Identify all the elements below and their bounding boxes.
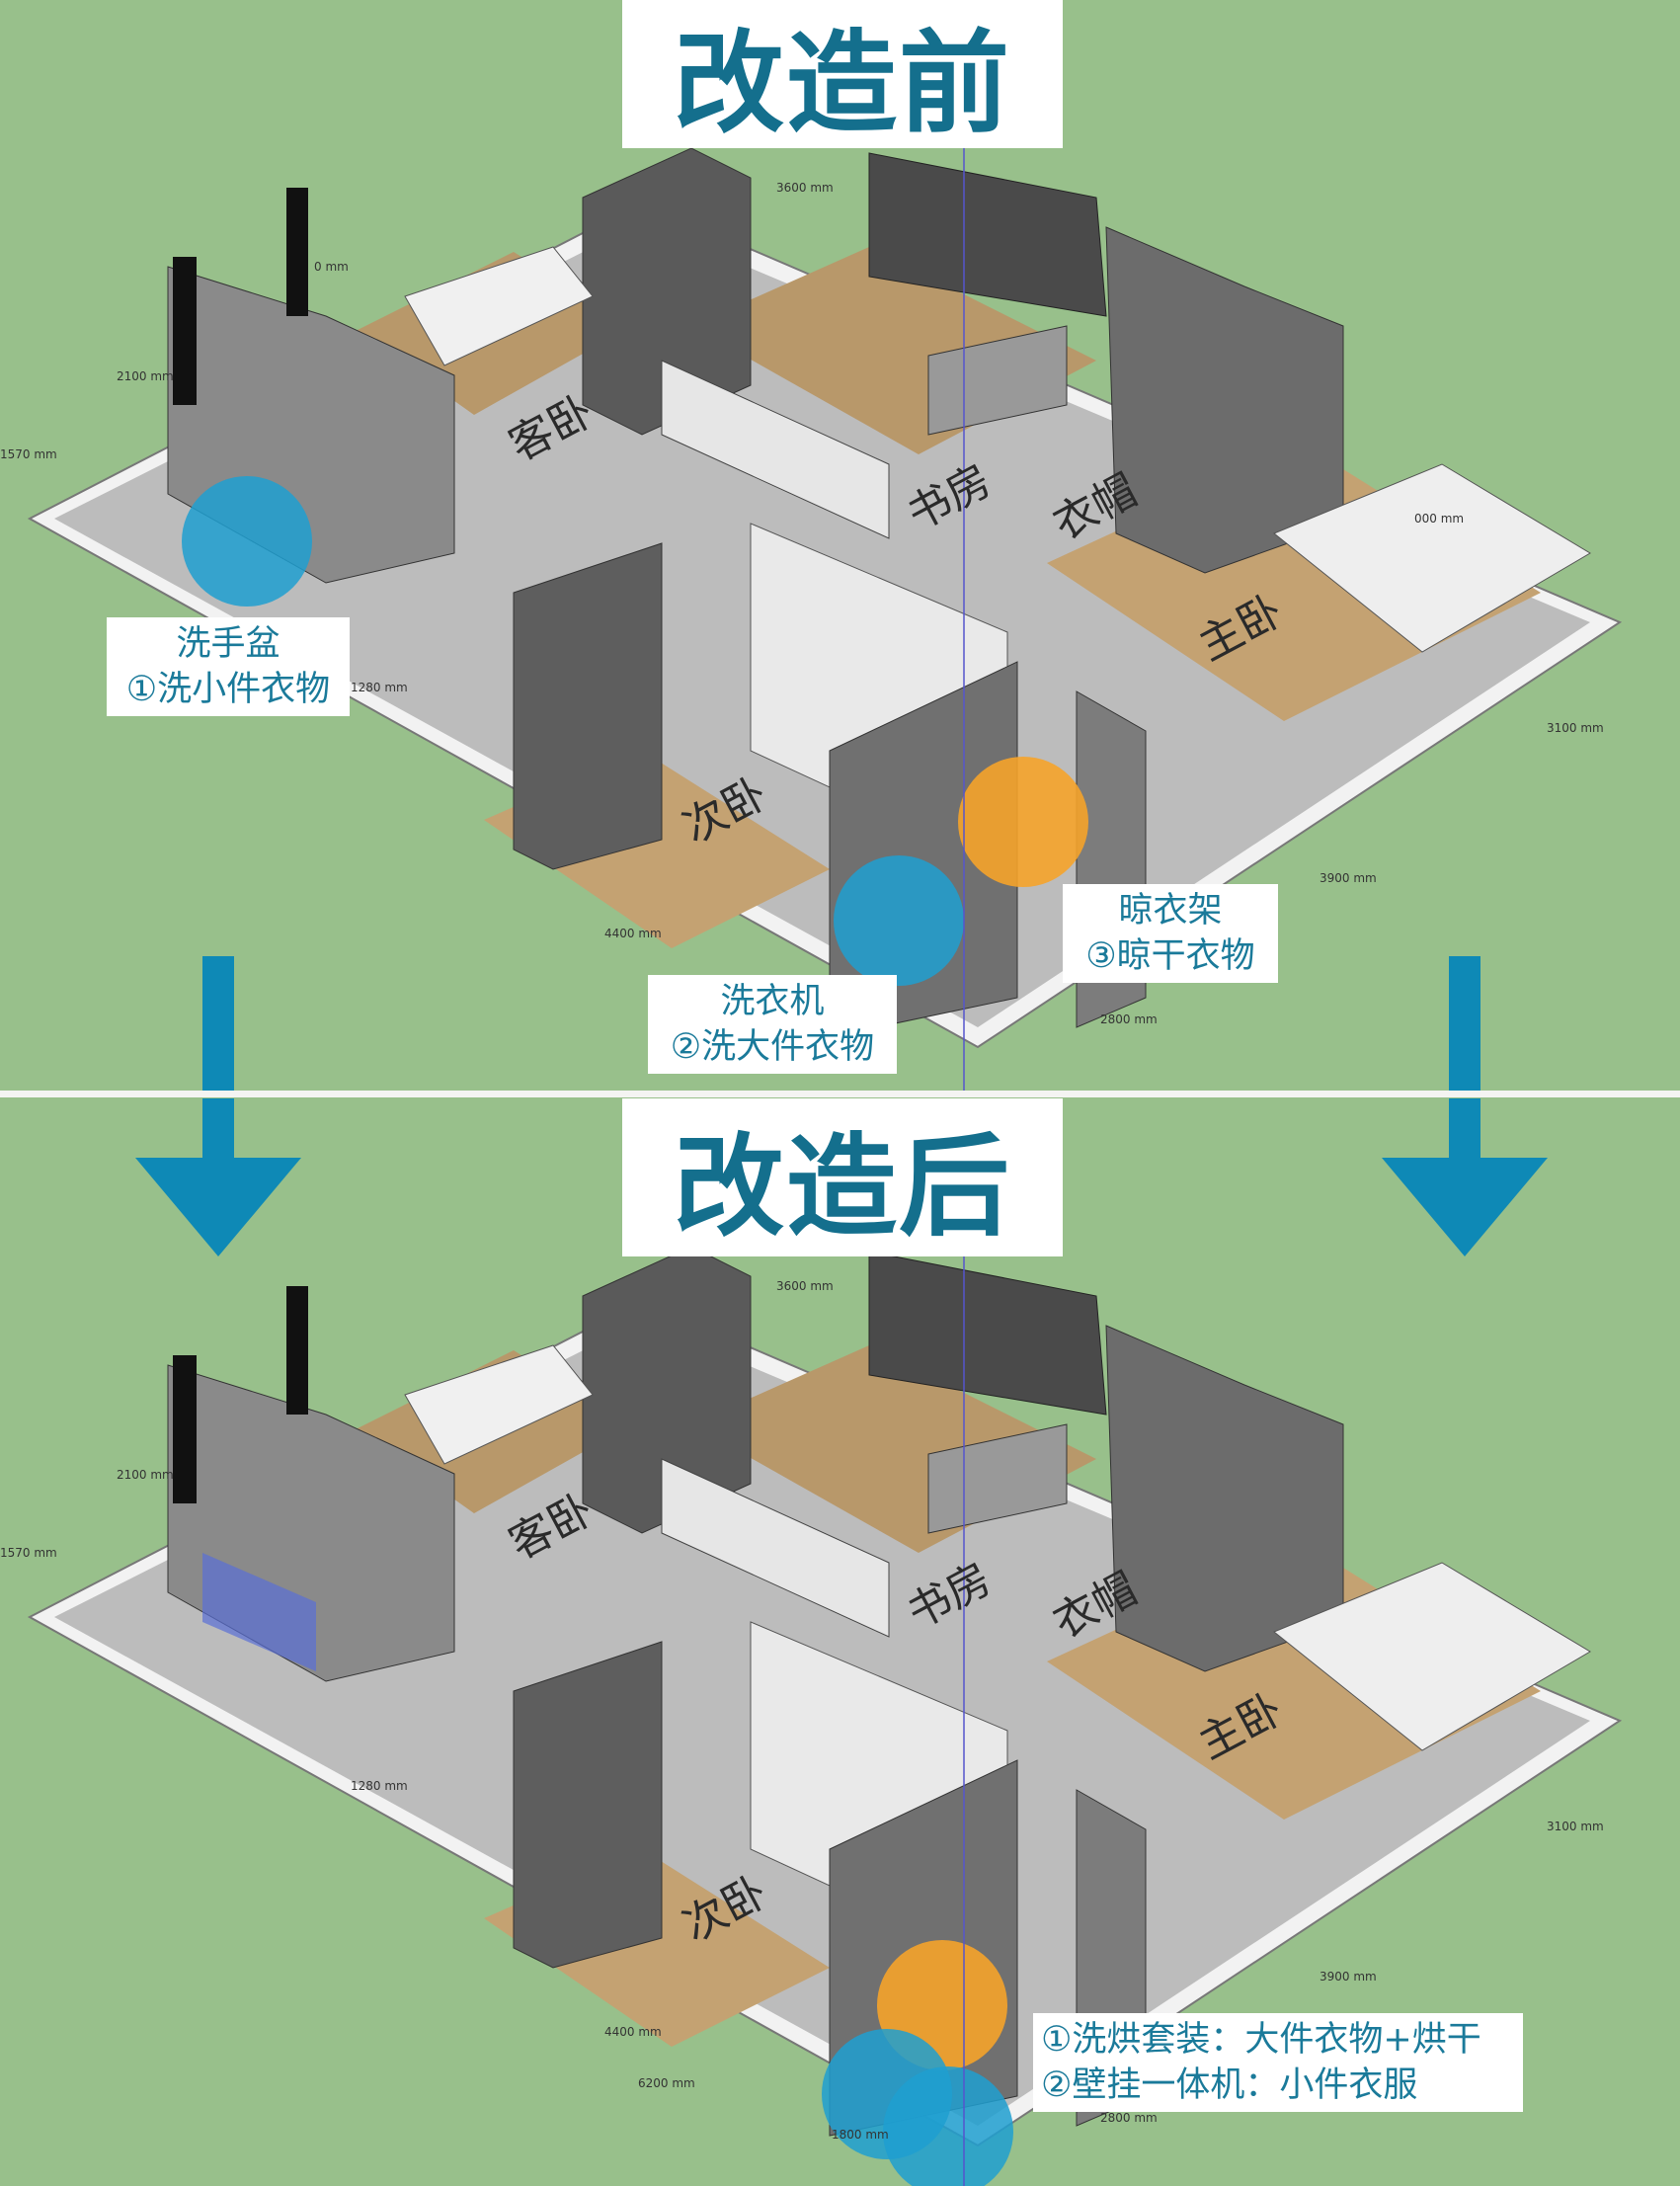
- sink-marker: [182, 476, 312, 607]
- label-after-line1: ①洗烘套装：大件衣物+烘干: [1041, 2020, 1481, 2060]
- dim-3900: 3900 mm: [1320, 871, 1377, 885]
- dim-partial-0: 0 mm: [314, 260, 349, 274]
- label-drying-rack: 晾衣架 ③晾干衣物: [1063, 884, 1278, 983]
- washer-marker: [834, 855, 964, 986]
- arrow-right-icon: [1382, 1098, 1548, 1256]
- dim-4400-after: 4400 mm: [604, 2025, 662, 2039]
- label-drying-rack-line1: 晾衣架: [1118, 891, 1223, 931]
- label-sink-line2: ①洗小件衣物: [125, 670, 331, 709]
- dim-3900-after: 3900 mm: [1320, 1970, 1377, 1984]
- label-drying-rack-line2: ③晾干衣物: [1085, 936, 1255, 976]
- dim-2800: 2800 mm: [1100, 1012, 1158, 1026]
- dim-1280: 1280 mm: [351, 681, 408, 694]
- floorplan-before: [27, 147, 1623, 1091]
- title-before-text: 改造前: [674, 20, 1011, 148]
- floorplan-after: [27, 1098, 1623, 2186]
- dim-4400: 4400 mm: [604, 927, 662, 940]
- title-before: 改造前: [622, 0, 1063, 148]
- dim-2800-after: 2800 mm: [1100, 2111, 1158, 2125]
- dim-3100-after: 3100 mm: [1547, 1820, 1604, 1833]
- label-washer-line1: 洗衣机: [720, 982, 825, 1021]
- title-after: 改造后: [622, 1098, 1063, 1256]
- dim-1280-after: 1280 mm: [351, 1779, 408, 1793]
- dim-3600: 3600 mm: [776, 181, 834, 195]
- dim-1570-after: 1570 mm: [0, 1546, 57, 1560]
- label-washer-line2: ②洗大件衣物: [670, 1027, 875, 1067]
- dim-3100: 3100 mm: [1547, 721, 1604, 735]
- arrow-right-shaft: [1449, 956, 1480, 1091]
- dim-1800-after: 1800 mm: [832, 2128, 889, 2142]
- label-after-line2: ②壁挂一体机：小件衣服: [1041, 2065, 1418, 2105]
- panel-divider: [0, 1091, 1680, 1097]
- label-after-solution: ①洗烘套装：大件衣物+烘干 ②壁挂一体机：小件衣服: [1033, 2013, 1523, 2112]
- dim-3600-after: 3600 mm: [776, 1279, 834, 1293]
- label-washer: 洗衣机 ②洗大件衣物: [648, 975, 897, 1074]
- dim-6200-after: 6200 mm: [638, 2076, 695, 2090]
- after-panel: 改造后 客卧 书房 衣帽 主卧 次卧 3600 mm 2100 mm 1570 …: [0, 1098, 1680, 2186]
- title-after-text: 改造后: [674, 1123, 1011, 1252]
- arrow-left-shaft: [202, 956, 234, 1091]
- wall-washer-marker: [883, 2066, 1013, 2186]
- dim-2100-after: 2100 mm: [117, 1468, 174, 1482]
- label-sink: 洗手盆 ①洗小件衣物: [107, 617, 350, 716]
- dim-2100: 2100 mm: [117, 369, 174, 383]
- label-sink-line1: 洗手盆: [176, 624, 280, 664]
- arrow-left-icon: [135, 1098, 301, 1256]
- dim-partial-000: 000 mm: [1414, 512, 1465, 526]
- dim-1570: 1570 mm: [0, 447, 57, 461]
- drying-rack-marker: [958, 757, 1088, 887]
- before-panel: 改造前 客卧 书房 衣帽 主卧 次卧 3600 mm 2100 mm 1570 …: [0, 0, 1680, 1091]
